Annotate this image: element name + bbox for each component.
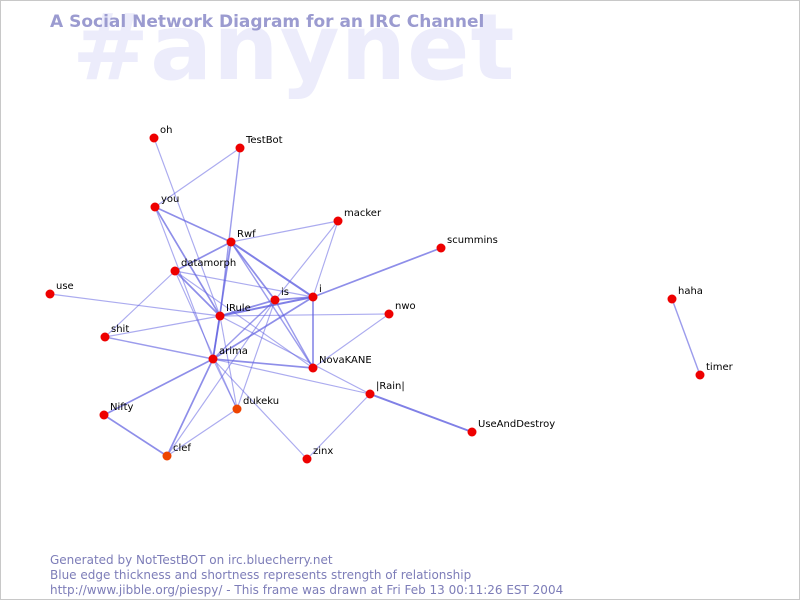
- node-NovaKANE: [308, 363, 318, 373]
- edge-i-IRule: [219, 296, 314, 317]
- edge-arima-NovaKANE: [212, 358, 314, 369]
- node-label-Nifty: Nifty: [110, 402, 134, 413]
- node-label-is: is: [281, 287, 289, 298]
- edge-datamorph-IRule: [174, 270, 221, 317]
- node-zinx: [302, 454, 312, 464]
- edge-arima-dukeku: [212, 358, 238, 410]
- edge-Rain-arima: [212, 358, 371, 395]
- edge-nwo-IRule: [219, 313, 390, 317]
- node-label-UseAndDestroy: UseAndDestroy: [478, 419, 555, 430]
- labels-layer: ohTestBotyoumackerRwfscumminsdatamorphis…: [56, 125, 734, 457]
- node-label-arima: arima: [219, 346, 248, 357]
- edge-Rwf-is: [230, 241, 276, 301]
- node-Rain: [365, 389, 375, 399]
- edge-you-Rwf: [154, 206, 232, 243]
- edge-Rain-UseAndDestroy: [369, 393, 473, 433]
- footer-legend-note: Blue edge thickness and shortness repres…: [50, 568, 472, 582]
- node-shit: [100, 332, 110, 342]
- edge-Rwf-macker: [230, 220, 339, 243]
- node-timer: [695, 370, 705, 380]
- node-Nifty: [99, 410, 109, 420]
- node-label-TestBot: TestBot: [245, 135, 283, 146]
- node-label-IRule: IRule: [226, 303, 251, 314]
- edge-shit-arima: [104, 336, 214, 360]
- node-use: [45, 289, 55, 299]
- node-label-zinx: zinx: [313, 446, 333, 457]
- node-scummins: [436, 243, 446, 253]
- node-label-i: i: [319, 284, 322, 295]
- edge-is-NovaKANE: [274, 299, 314, 369]
- footer: Generated by NotTestBOT on irc.bluecherr…: [50, 553, 563, 598]
- node-label-macker: macker: [344, 208, 382, 219]
- node-label-clef: clef: [173, 443, 191, 454]
- edge-oh-IRule: [153, 137, 221, 317]
- node-label-dukeku: dukeku: [243, 396, 279, 407]
- edge-Rwf-datamorph: [174, 241, 232, 272]
- edge-TestBot-you: [154, 147, 241, 208]
- edge-arima-zinx: [212, 358, 308, 460]
- node-label-haha: haha: [678, 286, 703, 297]
- edge-clef-dukeku: [166, 408, 238, 457]
- node-haha: [667, 294, 677, 304]
- node-label-scummins: scummins: [447, 235, 498, 246]
- edge-you-IRule: [154, 206, 221, 317]
- node-dukeku: [232, 404, 242, 414]
- node-Rwf: [226, 237, 236, 247]
- edge-macker-i: [312, 220, 339, 298]
- node-label-oh: oh: [160, 125, 172, 136]
- edge-arima-clef: [166, 358, 214, 457]
- edge-scummins-i: [312, 247, 442, 298]
- edge-IRule-arima: [212, 315, 221, 360]
- node-you: [150, 202, 160, 212]
- edge-is-clef: [166, 299, 276, 457]
- node-IRule: [215, 311, 225, 321]
- node-label-Rwf: Rwf: [237, 229, 256, 240]
- node-i: [308, 292, 318, 302]
- channel-watermark: #anynet: [72, 0, 516, 101]
- edge-arima-Nifty: [103, 358, 214, 416]
- edge-Rwf-i: [230, 241, 314, 298]
- edge-datamorph-i: [174, 270, 314, 298]
- node-TestBot: [235, 143, 245, 153]
- node-macker: [333, 216, 343, 226]
- node-clef: [162, 451, 172, 461]
- edge-IRule-Rain: [219, 315, 371, 395]
- edge-haha-timer: [671, 298, 701, 376]
- edge-Rain-zinx: [306, 393, 371, 460]
- edge-datamorph-dukeku: [174, 270, 238, 410]
- edge-NovaKANE-nwo: [312, 313, 390, 369]
- footer-generated-by: Generated by NotTestBOT on irc.bluecherr…: [50, 553, 333, 567]
- node-oh: [149, 133, 159, 143]
- node-label-nwo: nwo: [395, 301, 416, 312]
- edge-datamorph-shit: [104, 270, 176, 338]
- node-label-NovaKANE: NovaKANE: [319, 355, 372, 366]
- footer-url-timestamp: http://www.jibble.org/piespy/ - This fra…: [50, 583, 564, 597]
- diagram-title: A Social Network Diagram for an IRC Chan…: [50, 12, 485, 32]
- edge-i-arima: [212, 296, 314, 360]
- node-label-timer: timer: [706, 362, 734, 373]
- edge-macker-is: [274, 220, 339, 301]
- edge-is-arima: [212, 299, 276, 360]
- edges-layer: [49, 137, 701, 460]
- node-UseAndDestroy: [467, 427, 477, 437]
- edge-Nifty-clef: [103, 414, 168, 457]
- edge-use-IRule: [49, 293, 221, 317]
- node-label-you: you: [161, 194, 179, 205]
- node-label-use: use: [56, 281, 74, 292]
- node-label-datamorph: datamorph: [181, 258, 236, 269]
- node-datamorph: [170, 266, 180, 276]
- node-is: [270, 295, 280, 305]
- nodes-layer: [45, 133, 705, 464]
- node-arima: [208, 354, 218, 364]
- node-label-Rain: |Rain|: [376, 381, 405, 392]
- edge-IRule-shit: [104, 315, 221, 338]
- node-label-shit: shit: [111, 324, 129, 335]
- node-nwo: [384, 309, 394, 319]
